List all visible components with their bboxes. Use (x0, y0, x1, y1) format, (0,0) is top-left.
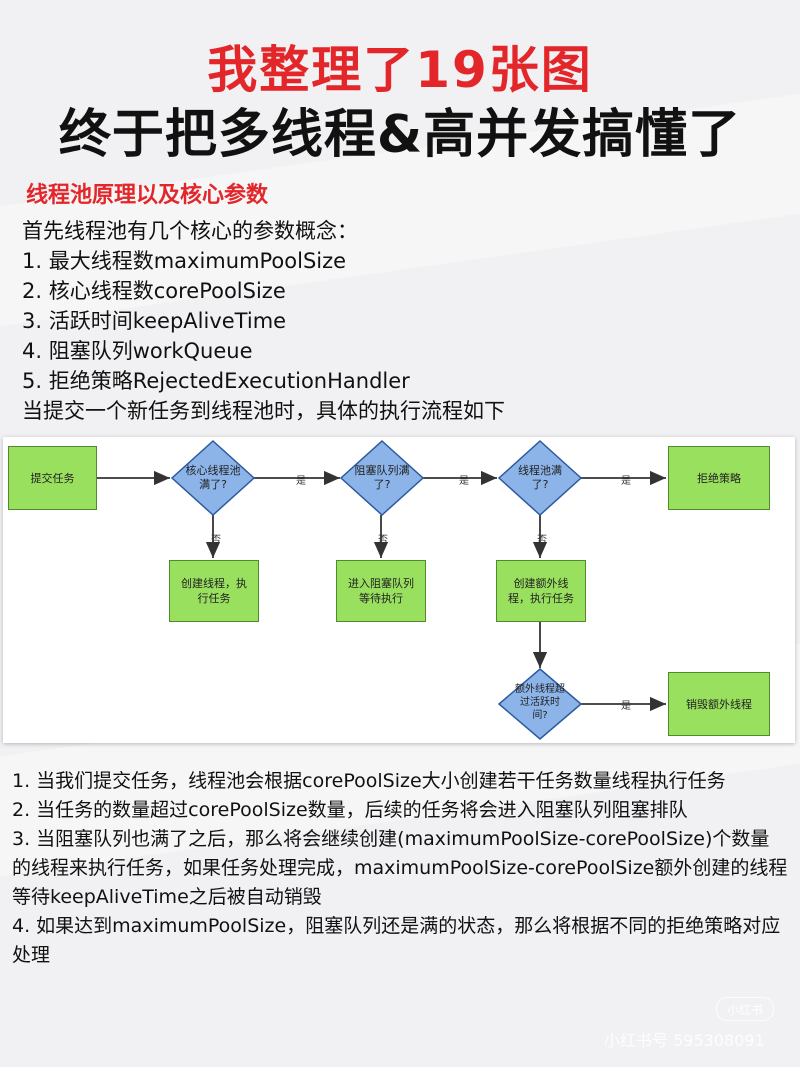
node-text: 等待执行 (359, 592, 403, 605)
node-destroy-extra-thread: 销毁额外线程 (668, 672, 770, 736)
step-item: 4. 如果达到maximumPoolSize，阻塞队列还是满的状态，那么将根据不… (12, 915, 781, 966)
edge-label-no: 否 (378, 535, 388, 546)
decision-pool-full (497, 439, 583, 517)
edge-label-yes: 是 (621, 701, 631, 712)
intro-line: 4. 阻塞队列workQueue (22, 339, 253, 363)
decision-queue-full-text: 阻塞队列满了? (354, 464, 410, 491)
node-reject-policy: 拒绝策略 (668, 446, 770, 510)
watermark-badge: 小红书 (716, 997, 774, 1021)
edge-label-no: 否 (211, 535, 221, 546)
decision-queue-full (339, 439, 425, 517)
intro-line: 5. 拒绝策略RejectedExecutionHandler (22, 369, 410, 393)
watermark-text: 小红书号 595308091 (604, 1031, 765, 1050)
edge-label-no: 否 (537, 535, 547, 546)
node-submit-task: 提交任务 (8, 446, 97, 510)
node-text: 进入阻塞队列 (348, 577, 414, 590)
edge-label-yes: 是 (296, 476, 306, 487)
decision-pool-full-text: 线程池满了? (518, 464, 562, 491)
edge-label-yes: 是 (621, 476, 631, 487)
edge-label-yes: 是 (459, 476, 469, 487)
intro-line: 2. 核心线程数corePoolSize (22, 279, 286, 303)
step-item: 1. 当我们提交任务，线程池会根据corePoolSize大小创建若干任务数量线… (12, 770, 726, 792)
decision-core-full-text: 核心线程池满了? (185, 464, 241, 491)
node-create-extra-thread: 创建额外线 程，执行任务 (496, 560, 586, 622)
page-title-line2: 终于把多线程&高并发搞懂了 (58, 105, 742, 165)
node-text: 创建额外线 (513, 577, 569, 590)
decision-idle-text: 额外线程超过活跃时间? (515, 684, 565, 721)
intro-line: 1. 最大线程数maximumPoolSize (22, 249, 347, 273)
page-title-line1: 我整理了19张图 (207, 41, 593, 99)
intro-text: 首先线程池有几个核心的参数概念： 1. 最大线程数maximumPoolSize… (22, 216, 782, 426)
decision-idle (497, 668, 583, 740)
decision-core-full (170, 439, 256, 517)
flowchart-edges (97, 439, 666, 740)
steps-text: 1. 当我们提交任务，线程池会根据corePoolSize大小创建若干任务数量线… (12, 767, 788, 970)
thread-pool-flowchart: 提交任务 拒绝策略 创建线程，执 行任务 进入阻塞队列 等待执行 创建额外线 程… (3, 437, 795, 743)
step-item: 3. 当阻塞队列也满了之后，那么将会继续创建(maximumPoolSize-c… (12, 828, 788, 908)
node-text: 程，执行任务 (508, 592, 574, 605)
intro-line: 首先线程池有几个核心的参数概念： (22, 219, 358, 243)
node-enqueue: 进入阻塞队列 等待执行 (336, 560, 426, 622)
node-create-core-thread: 创建线程，执 行任务 (169, 560, 259, 622)
intro-line: 3. 活跃时间keepAliveTime (22, 309, 287, 333)
node-text: 行任务 (197, 592, 231, 605)
intro-line: 当提交一个新任务到线程池时，具体的执行流程如下 (22, 399, 505, 423)
node-text: 创建线程，执 (181, 577, 247, 590)
section-title: 线程池原理以及核心参数 (26, 183, 269, 208)
step-item: 2. 当任务的数量超过corePoolSize数量，后续的任务将会进入阻塞队列阻… (12, 799, 688, 821)
